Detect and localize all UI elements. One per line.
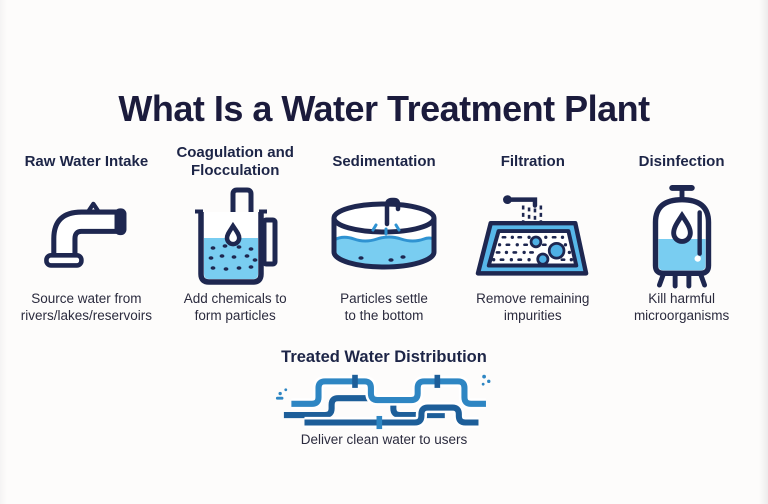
stage-caption: Add chemicals to form particles bbox=[183, 291, 287, 323]
stage-caption: Source water from rivers/lakes/reservoir… bbox=[20, 291, 153, 323]
beaker-icon bbox=[191, 186, 279, 286]
pipe-network-icon bbox=[0, 372, 768, 430]
distribution-caption: Deliver clean water to users bbox=[300, 432, 468, 447]
page-title: What Is a Water Treatment Plant bbox=[118, 88, 650, 130]
stage-caption: Particles settle to the bottom bbox=[340, 291, 428, 323]
stage-title: Coagulation and Flocculation bbox=[176, 144, 294, 179]
stages-row: Raw Water Intake Source water from river… bbox=[12, 140, 756, 324]
disinfection-tank-icon bbox=[644, 184, 720, 289]
stage-title: Raw Water Intake bbox=[24, 153, 149, 171]
stage-raw-water-intake: Raw Water Intake Source water from river… bbox=[12, 140, 161, 324]
stage-coagulation-flocculation: Coagulation and Flocculation bbox=[161, 140, 310, 324]
stage-caption: Kill harmful microorganisms bbox=[633, 291, 730, 323]
stage-title: Disinfection bbox=[638, 153, 725, 171]
stage-filtration: Filtration bbox=[458, 140, 607, 324]
filter-bed-icon bbox=[474, 186, 592, 286]
stage-title: Filtration bbox=[500, 153, 565, 171]
stage-title: Sedimentation bbox=[332, 153, 436, 171]
pipe-intake-icon bbox=[40, 186, 132, 286]
stage-sedimentation: Sedimentation Pa bbox=[310, 140, 459, 324]
settling-tank-icon bbox=[329, 186, 439, 286]
stage-caption: Remove remaining impurities bbox=[476, 291, 590, 323]
stage-disinfection: Disinfection Kill harmful microorganis bbox=[607, 140, 756, 324]
distribution-section: Treated Water Distribution Deliver clean… bbox=[0, 348, 768, 447]
distribution-title: Treated Water Distribution bbox=[281, 348, 487, 366]
